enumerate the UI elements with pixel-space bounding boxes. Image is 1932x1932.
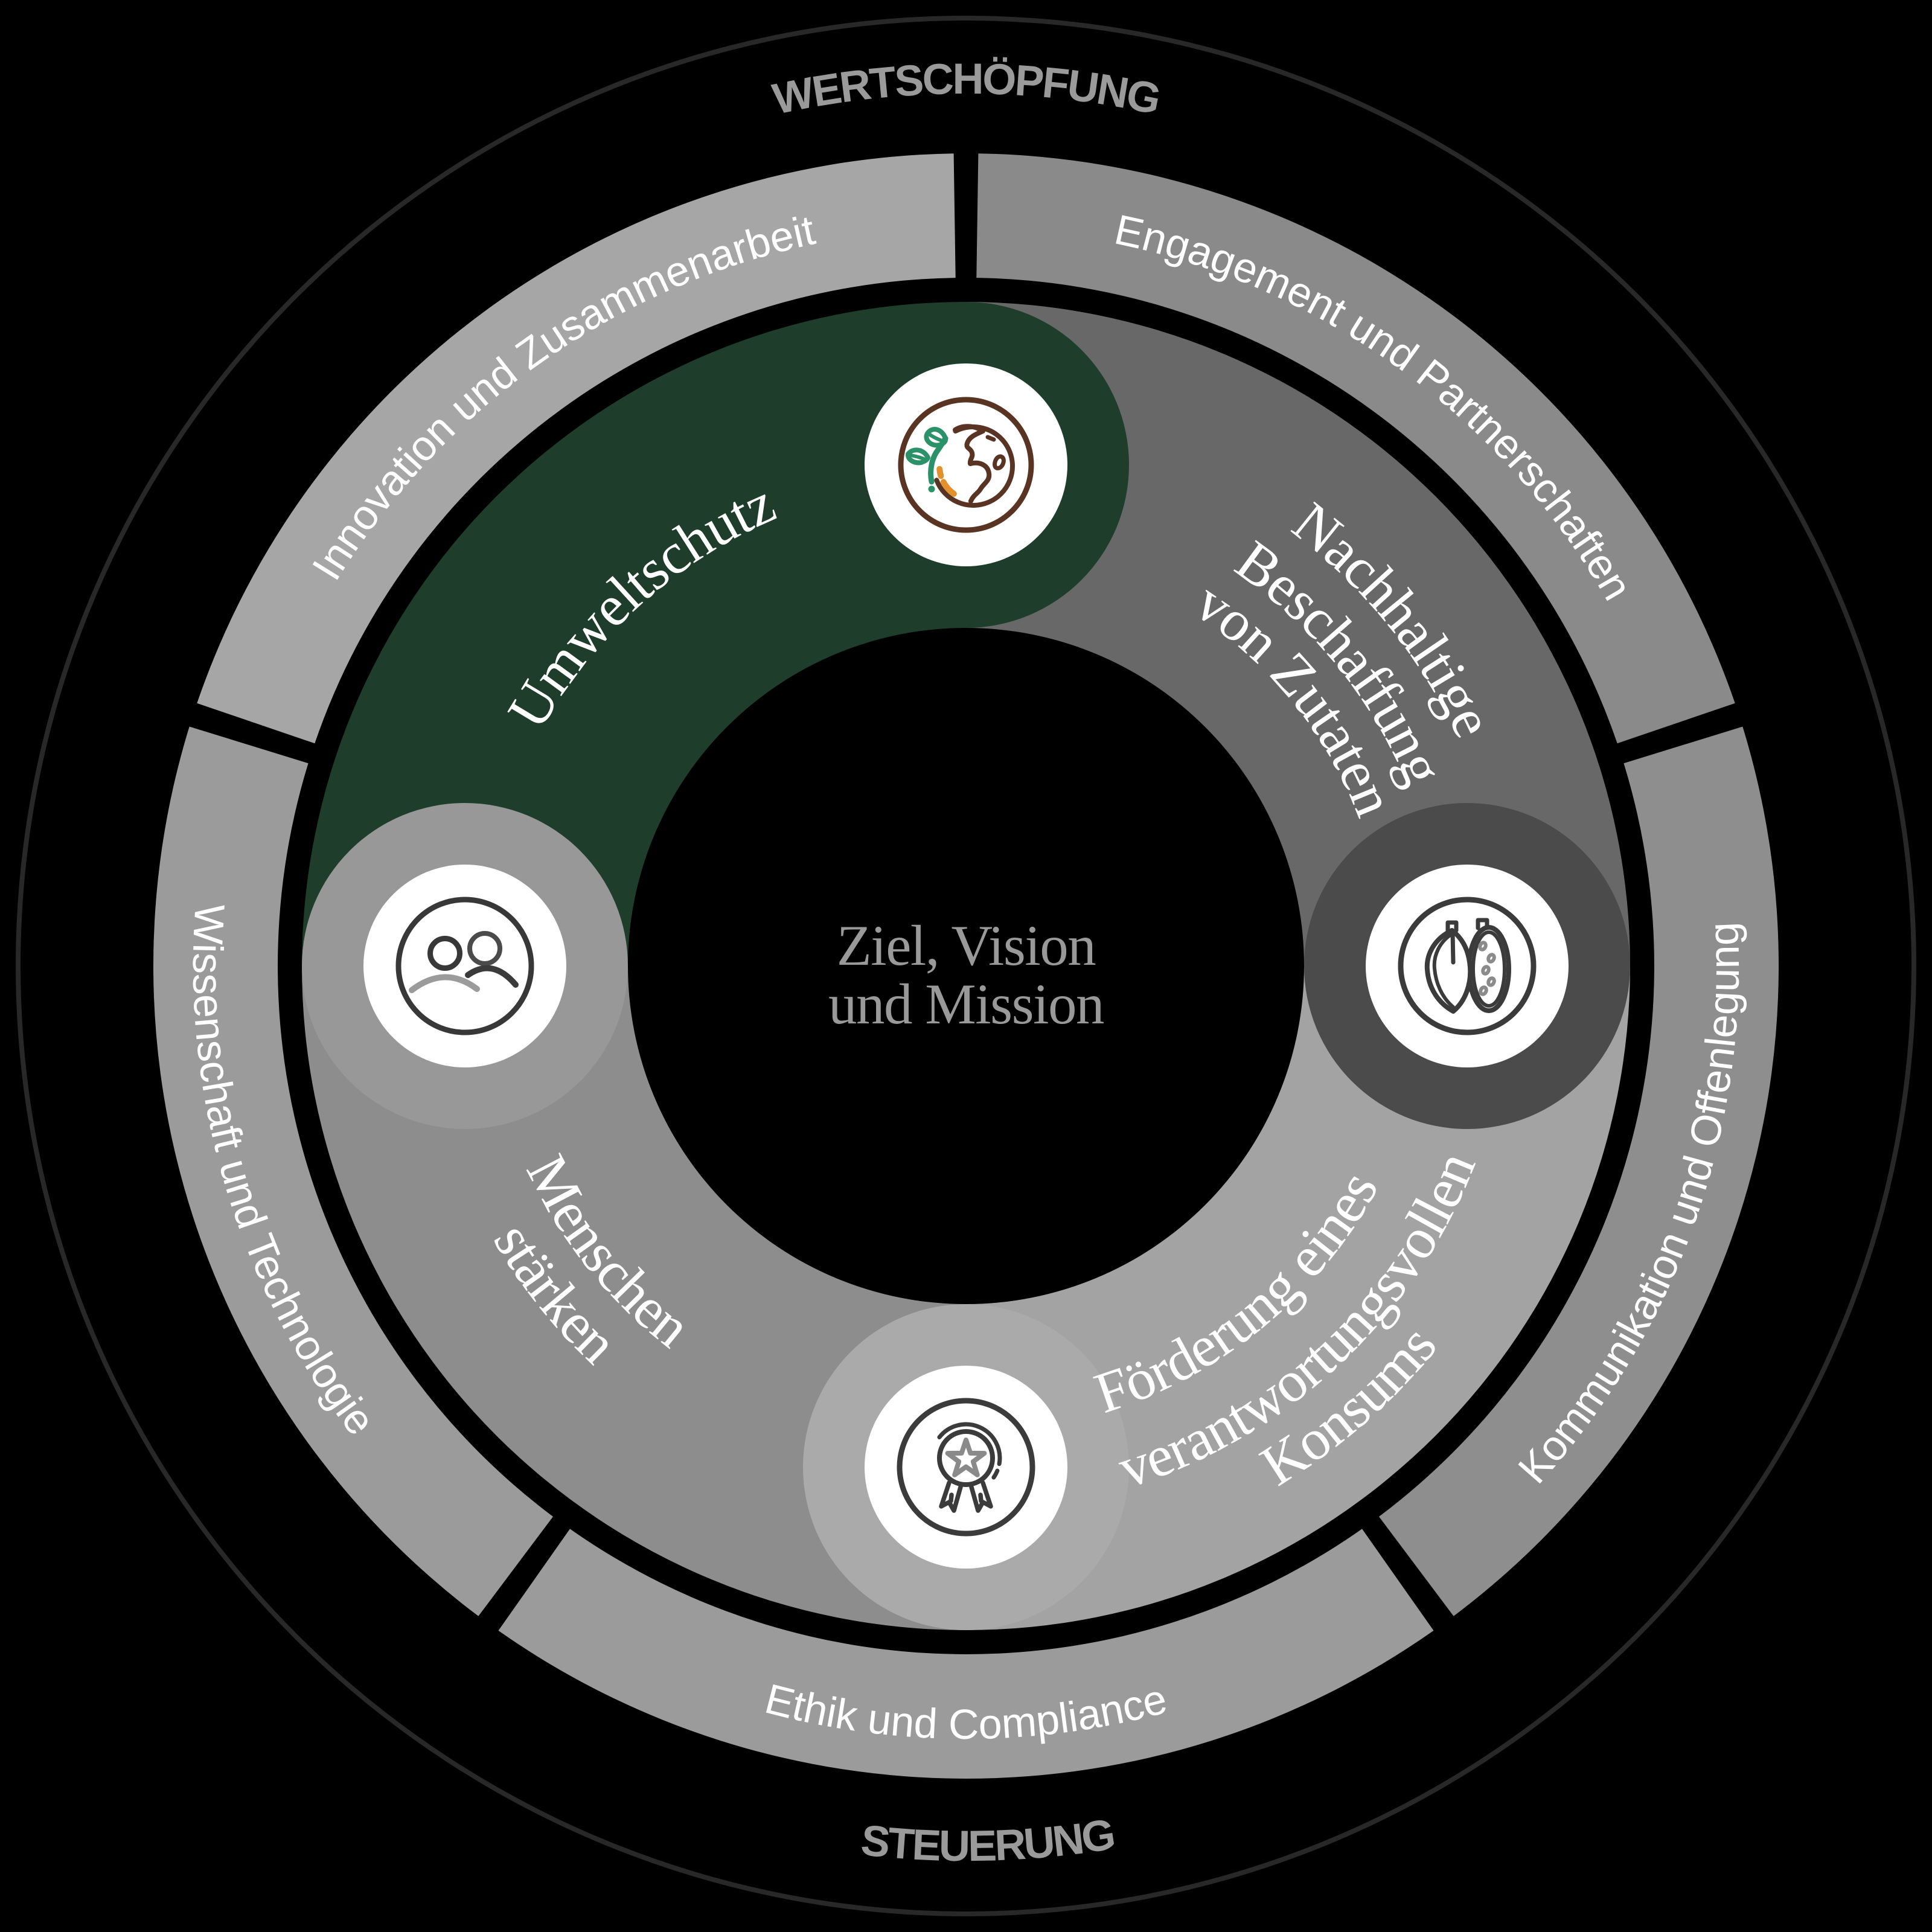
svg-text:und Mission: und Mission	[828, 972, 1104, 1036]
svg-text:Ziel, Vision: Ziel, Vision	[837, 913, 1096, 977]
